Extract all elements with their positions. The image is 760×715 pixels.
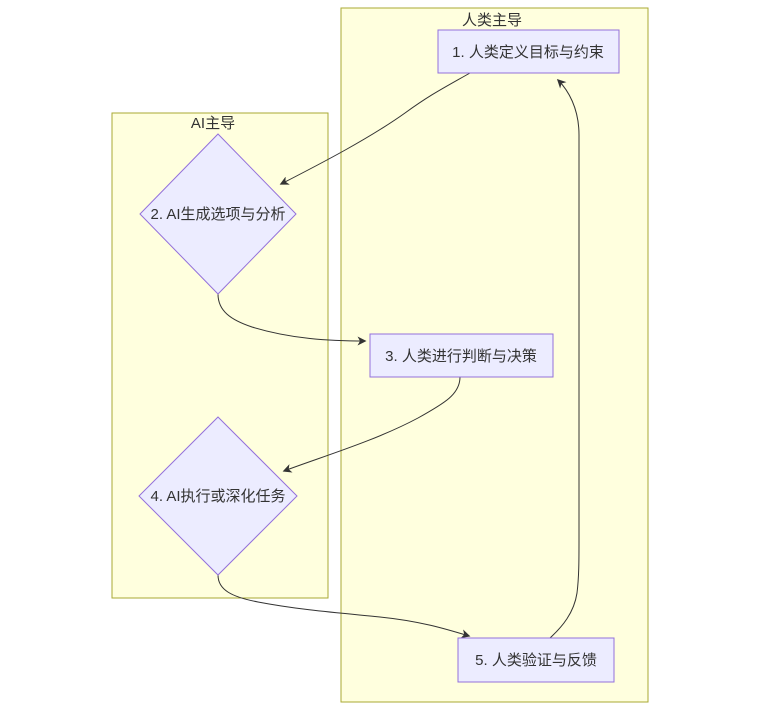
cluster-ai-led-title: AI主导 [191,115,235,132]
cluster-human-led-title: 人类主导 [462,12,522,29]
node-1-label: 1. 人类定义目标与约束 [452,44,604,61]
edge-3-4 [282,376,461,473]
edge-1-2 [279,72,471,185]
node-5-box [457,637,615,683]
node-2-diamond [139,133,297,295]
edge-4-5 [217,574,471,639]
node-1-define-goals: 1. 人类定义目标与约束 [437,29,620,74]
node-3-human-decide: 3. 人类进行判断与决策 [369,333,554,378]
node-2-label: 2. AI生成选项与分析 [150,206,285,223]
node-4-diamond [138,416,298,576]
node-4-ai-execute: 4. AI执行或深化任务 [138,416,298,576]
node-5-human-verify: 5. 人类验证与反馈 [457,637,615,683]
node-4-label: 4. AI执行或深化任务 [150,488,285,505]
node-1-box [437,29,620,74]
node-3-box [369,333,554,378]
edge-2-3 [217,293,367,346]
edge-5-1 [549,78,580,639]
node-2-ai-generate-options: 2. AI生成选项与分析 [139,133,297,295]
node-3-label: 3. 人类进行判断与决策 [385,348,537,365]
node-5-label: 5. 人类验证与反馈 [475,652,597,669]
